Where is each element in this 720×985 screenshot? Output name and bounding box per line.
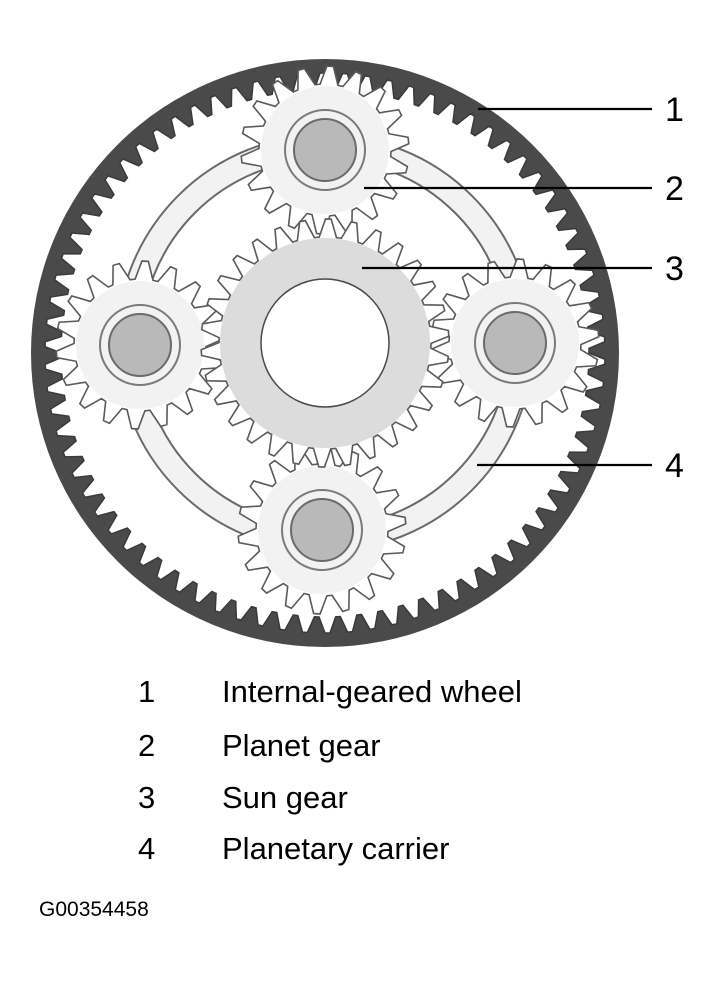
planet-gear-bottom [237, 445, 407, 615]
legend-number: 2 [138, 728, 156, 763]
planet-gear-hub [293, 118, 357, 182]
legend-label: Planetary carrier [222, 831, 450, 866]
planet-gears [55, 65, 600, 615]
planet-gear-left [55, 260, 225, 430]
legend-item: 4 Planetary carrier [0, 829, 720, 869]
callout-number-4: 4 [665, 447, 684, 485]
callout-numbers: 1 2 3 4 [665, 91, 684, 485]
legend-item: 1 Internal-geared wheel [0, 672, 720, 712]
callout-leaders [362, 107, 652, 467]
planet-gear-hub [290, 498, 354, 562]
legend-label: Planet gear [222, 728, 381, 763]
legend-label: Sun gear [222, 780, 348, 815]
planet-gear-top [240, 65, 410, 235]
legend-item: 3 Sun gear [0, 778, 720, 818]
callout-number-2: 2 [665, 170, 684, 208]
callout-number-3: 3 [665, 250, 684, 288]
planetary-gear-diagram: 1 2 3 4 [31, 59, 684, 647]
sun-gear [200, 218, 450, 468]
legend-number: 4 [138, 831, 156, 866]
figure-id: G00354458 [39, 898, 149, 921]
legend-item: 2 Planet gear [0, 726, 720, 766]
planet-gear-right [430, 258, 600, 428]
legend-label: Internal-geared wheel [222, 674, 522, 709]
legend-number: 3 [138, 780, 156, 815]
planet-gear-hub [483, 311, 547, 375]
callout-number-1: 1 [665, 91, 684, 129]
legend-number: 1 [138, 674, 156, 709]
planet-gear-hub [108, 313, 172, 377]
sun-gear-bore [260, 278, 390, 408]
